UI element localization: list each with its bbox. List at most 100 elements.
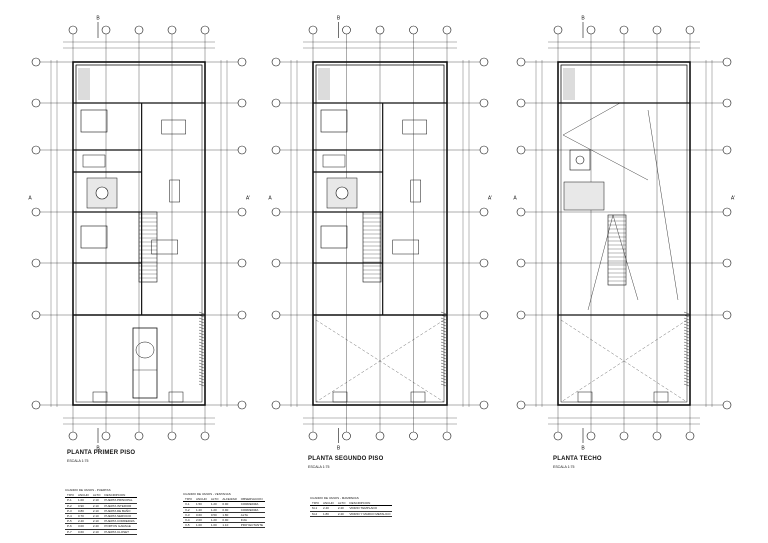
bed-furniture [320, 225, 348, 249]
wall-hatch [198, 356, 205, 360]
roof-slope-line [612, 214, 639, 301]
door-symbol [410, 391, 426, 403]
grid-bubble-bottom [134, 431, 144, 441]
wall-hatch [198, 359, 205, 363]
grid-bubble-top [586, 25, 596, 35]
building-outline [72, 61, 206, 406]
table-cell: 1.10 [220, 522, 239, 529]
section-mark-label: B [581, 445, 585, 451]
grid-bubble-right [479, 207, 489, 217]
plan-title-second-floor: PLANTA SEGUNDO PISO [308, 456, 384, 462]
wall-hatch [683, 335, 690, 339]
table-cell: P-2 [65, 503, 77, 509]
bed-furniture [80, 109, 108, 133]
grid-bubble-right [479, 400, 489, 410]
table-header-cell: ALTO [208, 497, 221, 503]
grid-bubble-bottom [586, 431, 596, 441]
section-mark-label: A [268, 195, 272, 201]
patio-area [326, 177, 358, 209]
wall-hatch [198, 323, 205, 327]
table-cell: 2.10 [90, 518, 103, 525]
plan-scale-first-floor: ESCALA 1:75 [67, 459, 89, 463]
grid-bubble-bottom [68, 431, 78, 441]
windows-schedule-title: CUADRO DE VANOS - VENTANAS [183, 492, 231, 496]
wall-hatch [440, 335, 447, 339]
grid-bubble-bottom [342, 431, 351, 441]
section-mark-label: A [513, 195, 517, 201]
grid-bubble-bottom [409, 431, 418, 441]
section-mark-label: A' [731, 195, 735, 201]
wall-hatch [198, 347, 205, 351]
grid-bubble-right [479, 145, 489, 155]
table-cell: PUERTA DE BAÑO [102, 508, 137, 515]
wall-hatch [683, 350, 690, 354]
section-mark-label: B [96, 445, 100, 451]
grid-bubble-left [516, 145, 526, 155]
grid-bubble-left [271, 400, 281, 410]
kitchen-counter [402, 119, 427, 135]
wall-hatch [440, 353, 447, 357]
table-cell: 1.00 [76, 497, 91, 504]
kitchen-counter [161, 119, 186, 135]
bathroom-fixtures [82, 154, 106, 168]
grid-bubble-left [516, 98, 526, 108]
table-header-cell: ALTO [335, 501, 348, 507]
grid-bubble-left [271, 207, 281, 217]
table-cell: 2.10 [90, 503, 103, 509]
table-cell: PUERTA CLOSET [102, 529, 137, 535]
table-cell: 2.40 [76, 518, 91, 525]
void-line [315, 319, 445, 403]
wall-hatch [683, 347, 690, 351]
wall-hatch [198, 368, 205, 372]
table-cell: 3.00 [76, 523, 91, 530]
wall-hatch [683, 338, 690, 342]
grid-bubble-right [479, 57, 489, 67]
table-cell: 0.60 [76, 529, 91, 535]
roof-tank [569, 149, 591, 171]
table-cell: 2.40 [335, 505, 348, 512]
grid-bubble-left [31, 145, 41, 155]
grid-bubble-top [308, 25, 318, 35]
table-cell: P-4 [65, 513, 77, 520]
table-cell: 1.20 [194, 507, 209, 513]
wall-hatch [440, 332, 447, 336]
grid-bubble-right [722, 400, 732, 410]
grid-bubble-right [722, 145, 732, 155]
wall-hatch [198, 344, 205, 348]
wall-hatch [683, 383, 690, 387]
table-cell: PUERTA CORREDIZA [102, 518, 137, 525]
wall-hatch [440, 341, 447, 345]
table-header-cell: TIPO [310, 501, 322, 507]
table-header-cell: TIPO [183, 497, 195, 503]
wall-hatch [198, 383, 205, 387]
table-header-cell: TIPO [65, 493, 77, 499]
table-cell: 0.90 [220, 501, 239, 508]
bed-furniture [80, 225, 108, 249]
grid-bubble-top [101, 25, 111, 35]
grid-bubble-left [271, 310, 281, 320]
section-mark-label: B [96, 15, 100, 21]
table-header-cell: DESCRIPCION [347, 501, 393, 507]
partitions-schedule-title: CUADRO DE VANOS - MAMPARAS [310, 496, 359, 500]
grid-bubble-top [442, 25, 452, 35]
plan-scale-second-floor: ESCALA 1:75 [308, 465, 330, 469]
wall-hatch [683, 359, 690, 363]
grid-bubble-left [31, 207, 41, 217]
grid-bubble-left [271, 258, 281, 268]
table-cell: PUERTA INTERIOR [102, 503, 137, 509]
grid-bubble-bottom [685, 431, 695, 441]
table-cell: 1.00 [194, 522, 209, 529]
grid-bubble-left [516, 400, 526, 410]
table-cell: PROYECTANTE [238, 522, 266, 529]
roof-slope-line [562, 134, 649, 181]
roof-slope-line [587, 214, 614, 311]
